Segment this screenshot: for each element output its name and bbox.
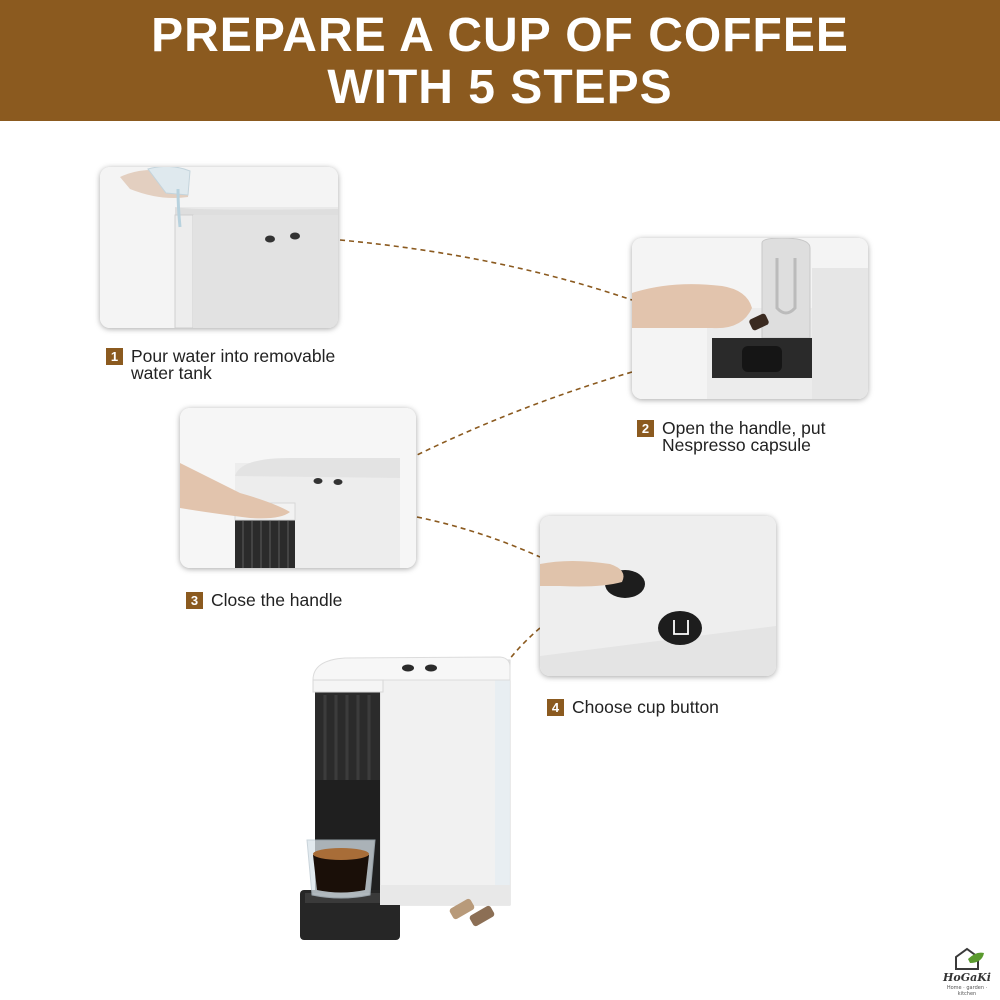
step-1-text-line-2: water tank xyxy=(131,363,212,383)
espresso-machine-illustration xyxy=(300,656,511,940)
step-2-photo xyxy=(632,238,868,399)
logo-name: HoGaKi xyxy=(943,971,991,984)
step-3-photo xyxy=(180,408,416,568)
connector-step1-step2 xyxy=(339,239,633,301)
logo-tagline: Home · garden · kitchen xyxy=(946,985,988,997)
step-1-text-line-1: Pour water into removable xyxy=(131,346,336,366)
cup-button-illustration xyxy=(540,516,776,676)
step-3-text-line-1: Close the handle xyxy=(211,590,343,610)
step-2-text-line-2: Nespresso capsule xyxy=(662,435,811,455)
step-2-text-line-1: Open the handle, put xyxy=(662,418,826,438)
step-number-badge: 1 xyxy=(106,348,123,365)
step-4-photo xyxy=(540,516,776,676)
step-1-photo xyxy=(100,167,338,328)
water-tank-illustration xyxy=(100,167,338,328)
step-number-badge: 2 xyxy=(637,420,654,437)
capsule-insert-illustration xyxy=(632,238,868,399)
step-4-text-line-1: Choose cup button xyxy=(572,697,719,717)
step-number-badge: 4 xyxy=(547,699,564,716)
page-title: PREPARE A CUP OF COFFEE WITH 5 STEPS xyxy=(0,10,1000,114)
header-banner: PREPARE A CUP OF COFFEE WITH 5 STEPS xyxy=(0,0,1000,121)
connector-step3-step4 xyxy=(416,516,541,558)
connector-step2-step3 xyxy=(416,371,633,456)
title-line-2: WITH 5 STEPS xyxy=(327,61,673,114)
house-leaf-icon xyxy=(955,947,984,970)
step-number-badge: 3 xyxy=(186,592,203,609)
coffee-machine-image xyxy=(285,645,525,950)
close-handle-illustration xyxy=(180,408,416,568)
brand-logo: HoGaKi Home · garden · kitchen xyxy=(938,945,996,997)
title-line-1: PREPARE A CUP OF COFFEE xyxy=(151,9,849,62)
